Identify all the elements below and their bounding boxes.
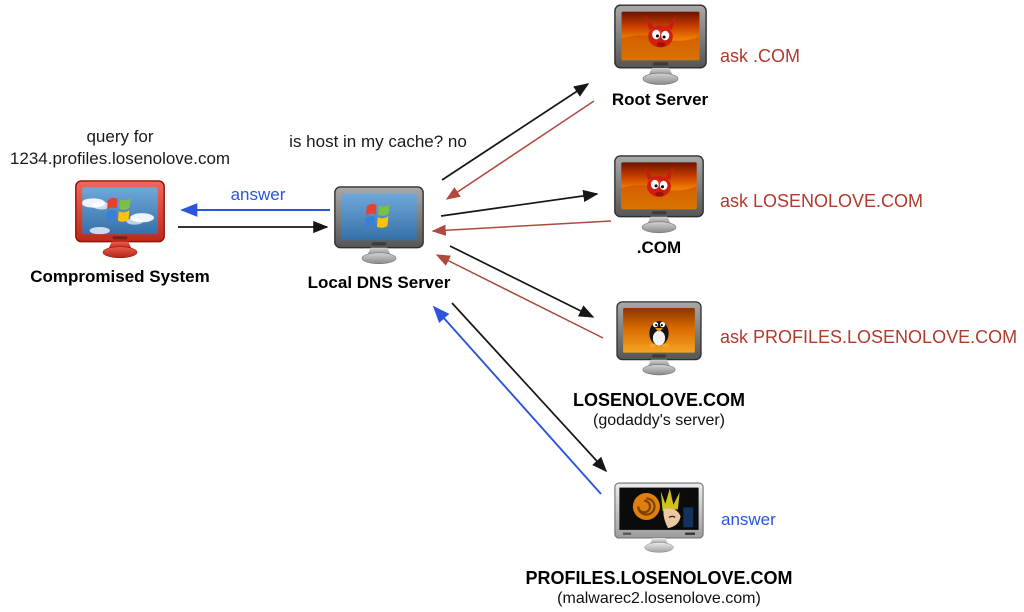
query-annotation-line1: query for [86, 127, 154, 146]
compromised-system-label: Compromised System [30, 267, 210, 286]
profiles-server-label: PROFILES.LOSENOLOVE.COM [525, 568, 793, 588]
answer-label-left: answer [230, 185, 286, 204]
ask-profiles-label: ask PROFILES.LOSENOLOVE.COM [720, 327, 1018, 347]
query-annotation: query for 1234.profiles.losenolove.com [0, 126, 240, 170]
query-annotation-line2: 1234.profiles.losenolove.com [9, 149, 231, 169]
windows-monitor-red-icon [75, 180, 165, 259]
arrow-query-dns-to-losenolove [449, 245, 595, 318]
anime-character-monitor-icon [614, 482, 704, 553]
compromised-system-node: Compromised System [0, 180, 270, 287]
ask-com-label: ask LOSENOLOVE.COM [720, 191, 924, 211]
arrow-query-dns-to-root [441, 83, 590, 181]
root-server-label: Root Server [611, 90, 709, 109]
arrow-query-dns-to-com [440, 189, 599, 217]
profiles-server-sublabel: (malwarec2.losenolove.com) [557, 589, 761, 607]
windows-monitor-icon [334, 186, 424, 265]
bsd-daemon-monitor-icon [614, 155, 704, 234]
local-dns-server-node: Local DNS Server [229, 186, 529, 293]
com-server-label: .COM [636, 238, 682, 257]
losenolove-server-sublabel: (godaddy's server) [593, 411, 725, 429]
tux-monitor-icon [616, 301, 702, 376]
arrow-referral-root-to-dns [445, 100, 595, 200]
profiles-server-node: PROFILES.LOSENOLOVE.COM (malwarec2.losen… [509, 482, 809, 609]
losenolove-server-node: LOSENOLOVE.COM (godaddy's server) [509, 301, 809, 431]
bsd-daemon-monitor-icon [613, 4, 707, 85]
ask-root-label: ask .COM [720, 46, 801, 66]
answer-label-right: answer [721, 510, 776, 529]
cache-annotation: is host in my cache? no [289, 132, 467, 151]
arrow-query-dns-to-profiles [451, 302, 608, 473]
local-dns-server-label: Local DNS Server [307, 273, 451, 292]
com-server-node: .COM [509, 155, 809, 258]
losenolove-server-label: LOSENOLOVE.COM [572, 390, 745, 410]
arrow-referral-losenolove-to-dns [435, 254, 604, 339]
root-server-node: Root Server [510, 4, 810, 110]
arrow-answer-profiles-to-dns [432, 305, 602, 495]
arrow-referral-com-to-dns [431, 220, 612, 236]
